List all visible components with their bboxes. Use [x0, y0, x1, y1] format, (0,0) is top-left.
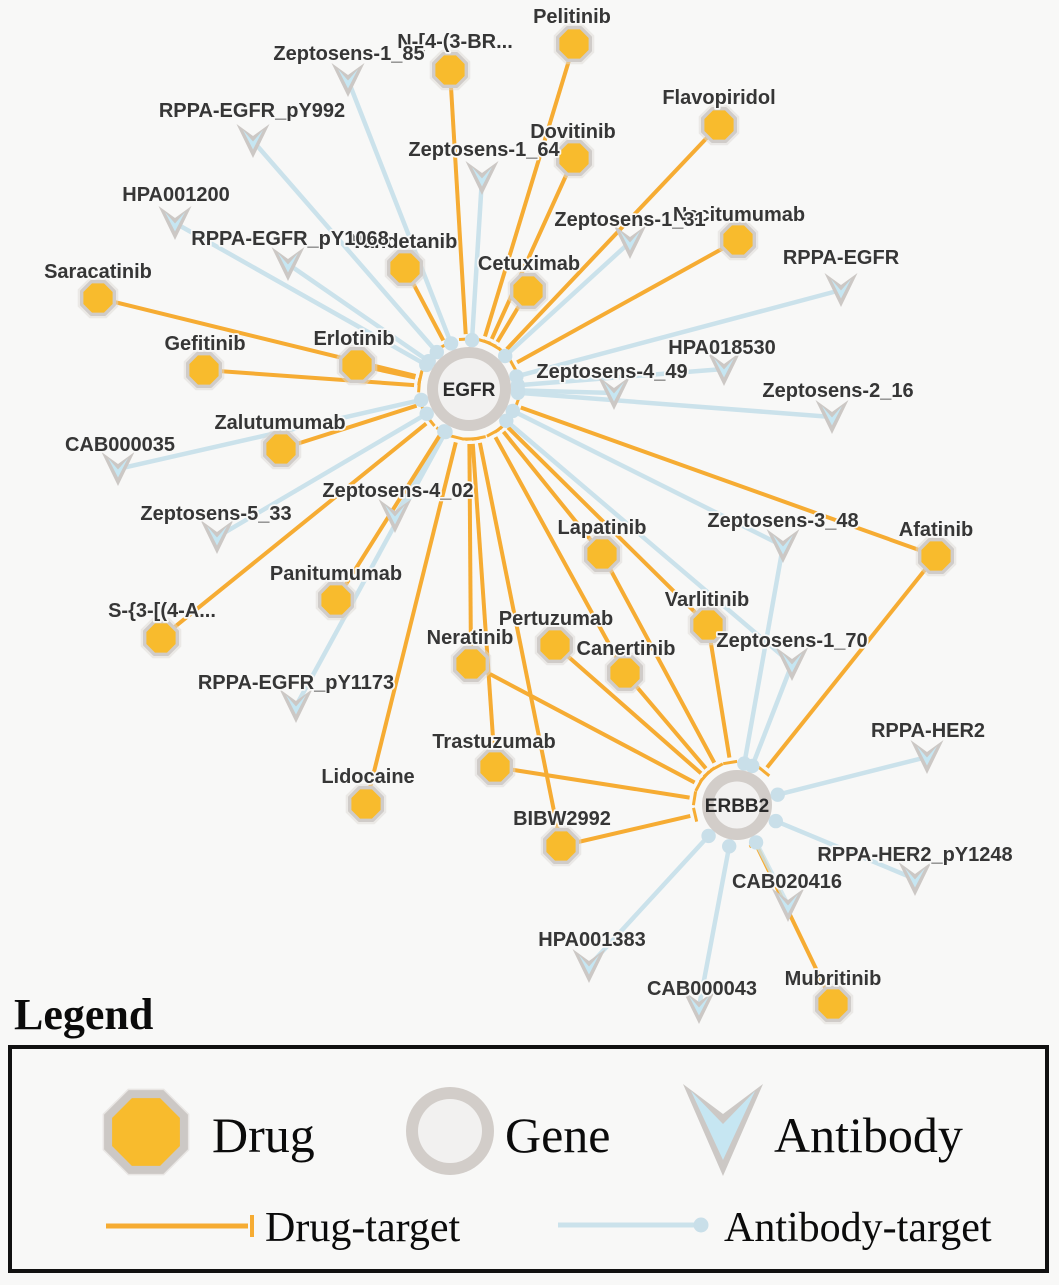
- svg-text:Trastuzumab: Trastuzumab: [432, 731, 555, 753]
- svg-text:Gene: Gene: [505, 1107, 611, 1163]
- svg-text:RPPA-EGFR_pY992: RPPA-EGFR_pY992: [159, 100, 345, 122]
- svg-text:Drug: Drug: [212, 1107, 315, 1163]
- svg-text:RPPA-HER2_pY1248: RPPA-HER2_pY1248: [817, 844, 1012, 866]
- svg-text:Gefitinib: Gefitinib: [164, 333, 245, 355]
- svg-text:Zeptosens-4_49: Zeptosens-4_49: [536, 361, 687, 383]
- svg-text:HPA001200: HPA001200: [122, 184, 229, 206]
- svg-text:RPPA-EGFR: RPPA-EGFR: [783, 247, 900, 269]
- svg-text:Zeptosens-4_02: Zeptosens-4_02: [322, 480, 473, 502]
- svg-text:Neratinib: Neratinib: [427, 627, 514, 649]
- svg-text:Zeptosens-2_16: Zeptosens-2_16: [762, 380, 913, 402]
- svg-text:Canertinib: Canertinib: [577, 638, 676, 660]
- svg-text:Antibody-target: Antibody-target: [724, 1205, 992, 1251]
- svg-text:Zeptosens-1_70: Zeptosens-1_70: [716, 630, 867, 652]
- svg-text:Legend: Legend: [14, 990, 153, 1039]
- svg-text:Lidocaine: Lidocaine: [321, 766, 414, 788]
- svg-text:HPA001383: HPA001383: [538, 929, 645, 951]
- svg-text:EGFR: EGFR: [443, 380, 496, 401]
- svg-text:Zalutumumab: Zalutumumab: [214, 412, 345, 434]
- svg-text:Antibody: Antibody: [774, 1107, 963, 1163]
- svg-text:Panitumumab: Panitumumab: [270, 563, 402, 585]
- svg-text:Mubritinib: Mubritinib: [785, 968, 882, 990]
- svg-text:Zeptosens-5_33: Zeptosens-5_33: [140, 503, 291, 525]
- svg-text:Zeptosens-3_48: Zeptosens-3_48: [707, 510, 858, 532]
- svg-text:Flavopiridol: Flavopiridol: [662, 87, 775, 109]
- svg-text:CAB020416: CAB020416: [732, 871, 842, 893]
- svg-text:Zeptosens-1_31: Zeptosens-1_31: [554, 209, 705, 231]
- svg-text:HPA018530: HPA018530: [668, 337, 775, 359]
- svg-text:BIBW2992: BIBW2992: [513, 808, 611, 830]
- svg-text:RPPA-EGFR_pY1173: RPPA-EGFR_pY1173: [198, 672, 394, 694]
- svg-text:Lapatinib: Lapatinib: [558, 517, 647, 539]
- svg-text:Erlotinib: Erlotinib: [313, 328, 394, 350]
- svg-text:Pelitinib: Pelitinib: [533, 6, 611, 28]
- svg-text:RPPA-HER2: RPPA-HER2: [871, 720, 985, 742]
- svg-text:Varlitinib: Varlitinib: [665, 589, 749, 611]
- svg-text:Afatinib: Afatinib: [899, 519, 973, 541]
- svg-text:Zeptosens-1_85: Zeptosens-1_85: [273, 43, 424, 65]
- svg-text:ERBB2: ERBB2: [705, 796, 769, 817]
- svg-text:Cetuximab: Cetuximab: [478, 253, 580, 275]
- svg-text:CAB000043: CAB000043: [647, 978, 757, 1000]
- svg-text:Zeptosens-1_64: Zeptosens-1_64: [408, 139, 560, 161]
- svg-text:Saracatinib: Saracatinib: [44, 261, 152, 283]
- svg-text:S-{3-[(4-A...: S-{3-[(4-A...: [108, 600, 216, 622]
- svg-text:CAB000035: CAB000035: [65, 434, 175, 456]
- svg-text:Pertuzumab: Pertuzumab: [499, 608, 613, 630]
- svg-text:RPPA-EGFR_pY1068: RPPA-EGFR_pY1068: [191, 228, 388, 250]
- svg-text:Drug-target: Drug-target: [265, 1205, 460, 1251]
